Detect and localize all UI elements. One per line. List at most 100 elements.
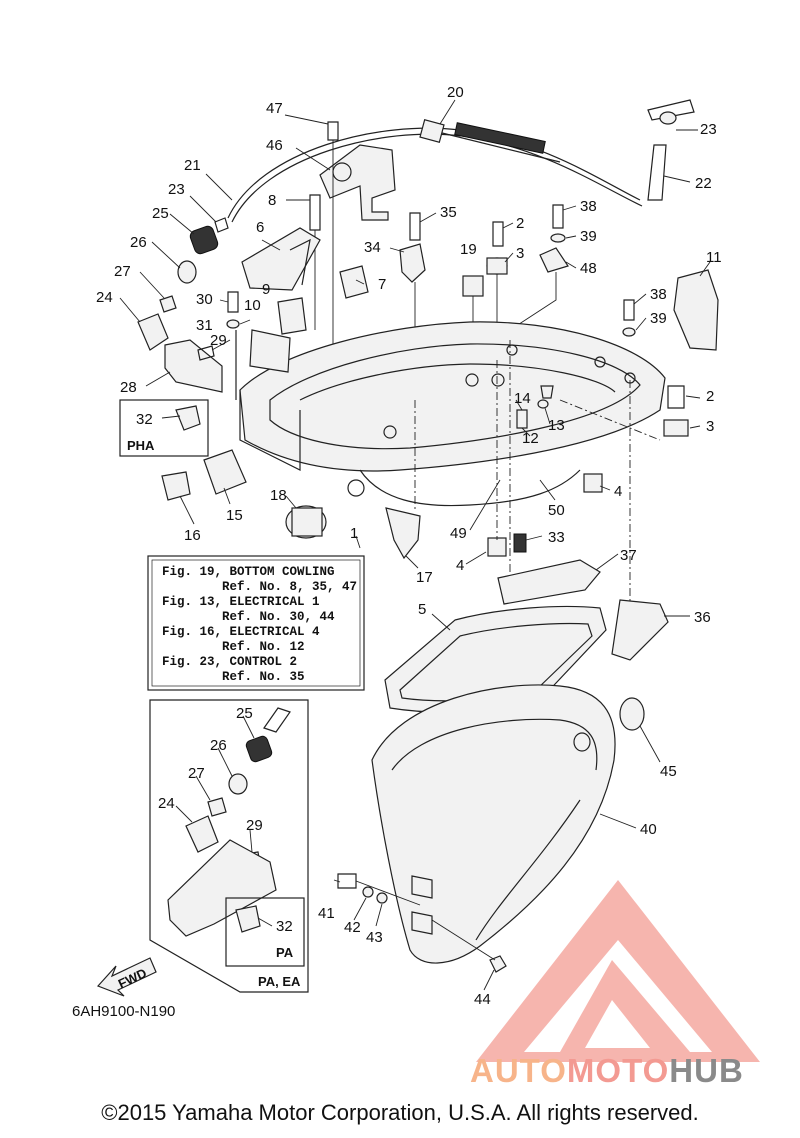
clamp-16[interactable] (161, 471, 191, 501)
callout-14: 14 (514, 390, 531, 407)
callout-2: 2 (516, 215, 524, 232)
bushing-24b[interactable] (185, 815, 219, 853)
callout-16: 16 (184, 527, 201, 544)
callout-21: 21 (184, 157, 201, 174)
clip-48[interactable] (539, 247, 569, 273)
cover-37[interactable] (497, 559, 601, 605)
hose-20[interactable] (429, 129, 561, 163)
callout-40: 40 (640, 821, 657, 838)
callout-32: 32 (136, 411, 153, 428)
cover-10[interactable] (249, 329, 291, 373)
ref-line-2: Ref. No. 8, 35, 47 (222, 580, 357, 594)
ref-line-6: Ref. No. 12 (222, 640, 305, 654)
svg-text:FWD: FWD (116, 965, 149, 991)
clip-7[interactable] (339, 265, 369, 299)
callout-2b: 2 (706, 388, 714, 405)
bolt-2b[interactable] (667, 385, 685, 409)
washer-39b[interactable] (622, 327, 636, 337)
washer-31[interactable] (226, 319, 240, 329)
spacer-4[interactable] (583, 473, 603, 493)
damper-17[interactable] (385, 507, 421, 560)
bolt-41[interactable] (337, 873, 357, 889)
cover-36[interactable] (611, 599, 669, 661)
clip-23[interactable] (214, 217, 229, 233)
lever-11[interactable] (673, 269, 719, 351)
watermark-hub: HUB (669, 1052, 744, 1089)
callout-43: 43 (366, 929, 383, 946)
washer-42[interactable] (362, 886, 374, 898)
callout-17: 17 (416, 569, 433, 586)
clamp-32b[interactable] (235, 905, 261, 933)
callout-49: 49 (450, 525, 467, 542)
callouts: 20 47 23 46 21 22 23 8 38 35 25 2 6 39 2… (96, 84, 722, 1008)
bolt-47[interactable] (327, 121, 339, 141)
bolt-2[interactable] (492, 221, 504, 247)
reference-box: Fig. 19, BOTTOM COWLING Ref. No. 8, 35, … (147, 555, 365, 691)
callout-50: 50 (548, 502, 565, 519)
callout-24b: 24 (158, 795, 175, 812)
washer-39[interactable] (550, 233, 566, 243)
callout-1: 1 (350, 525, 358, 542)
bracket-28 (164, 339, 223, 393)
bolt-12[interactable] (516, 409, 528, 429)
callout-23: 23 (700, 121, 717, 138)
pa-label: PA (276, 945, 294, 960)
callout-39: 39 (580, 228, 597, 245)
collar-26[interactable] (177, 260, 197, 284)
callout-24: 24 (96, 289, 113, 306)
bolt-30[interactable] (227, 291, 239, 313)
grommet-9[interactable] (277, 297, 307, 335)
callout-28: 28 (120, 379, 137, 396)
diagram-code: 6AH9100-N190 (72, 1003, 175, 1020)
fastener-33[interactable] (513, 533, 527, 553)
clamp-34[interactable] (399, 243, 426, 283)
callout-13: 13 (548, 417, 565, 434)
grommet-45[interactable] (619, 697, 645, 731)
fwd-arrow-icon: FWD (96, 957, 157, 997)
ref-line-7: Fig. 23, CONTROL 2 (162, 655, 297, 669)
bolt-38[interactable] (552, 204, 564, 229)
watermark-auto: AUTO (470, 1052, 567, 1089)
gear-25[interactable] (189, 225, 220, 256)
grommet-19[interactable] (462, 275, 484, 297)
spacer-4b[interactable] (487, 537, 507, 557)
callout-27: 27 (114, 263, 131, 280)
bolt-38b[interactable] (623, 299, 635, 321)
lower-cowling-40 (371, 684, 616, 964)
callout-47: 47 (266, 100, 283, 117)
bushing-24[interactable] (137, 313, 169, 351)
callout-37: 37 (620, 547, 637, 564)
callout-26b: 26 (210, 737, 227, 754)
washer-13[interactable] (537, 399, 549, 409)
bracket-pa (167, 839, 277, 937)
grommet-15[interactable] (203, 449, 247, 495)
clamp-32[interactable] (175, 405, 201, 431)
ref-line-4: Ref. No. 30, 44 (222, 610, 335, 624)
leader-lines (119, 99, 711, 991)
callout-25: 25 (152, 205, 169, 222)
ref-line-8: Ref. No. 35 (222, 670, 305, 684)
callout-10: 10 (244, 297, 261, 314)
pha-box (119, 399, 209, 457)
callout-29: 29 (210, 332, 227, 349)
nut-44[interactable] (489, 955, 507, 973)
washer-27b[interactable] (207, 797, 227, 817)
bolt-8[interactable] (309, 194, 321, 231)
washer-27[interactable] (159, 295, 177, 313)
callout-23b: 23 (168, 181, 185, 198)
copyright-notice: ©2015 Yamaha Motor Corporation, U.S.A. A… (101, 1100, 699, 1125)
watermark-text: AUTOMOTOHUB (470, 1052, 744, 1090)
fuel-connector-22[interactable] (647, 144, 667, 201)
callout-5: 5 (418, 601, 426, 618)
grommet-3b[interactable] (663, 419, 689, 437)
washer-43[interactable] (376, 892, 388, 904)
callout-12: 12 (522, 430, 539, 447)
collar-26b[interactable] (228, 773, 248, 795)
gear-25b[interactable] (245, 735, 273, 763)
watermark-moto: MOTO (566, 1052, 670, 1089)
callout-4: 4 (614, 483, 622, 500)
bolt-29[interactable] (197, 345, 215, 361)
callout-3b: 3 (706, 418, 714, 435)
bolt-35[interactable] (409, 212, 421, 241)
grommet-14[interactable] (540, 385, 554, 399)
